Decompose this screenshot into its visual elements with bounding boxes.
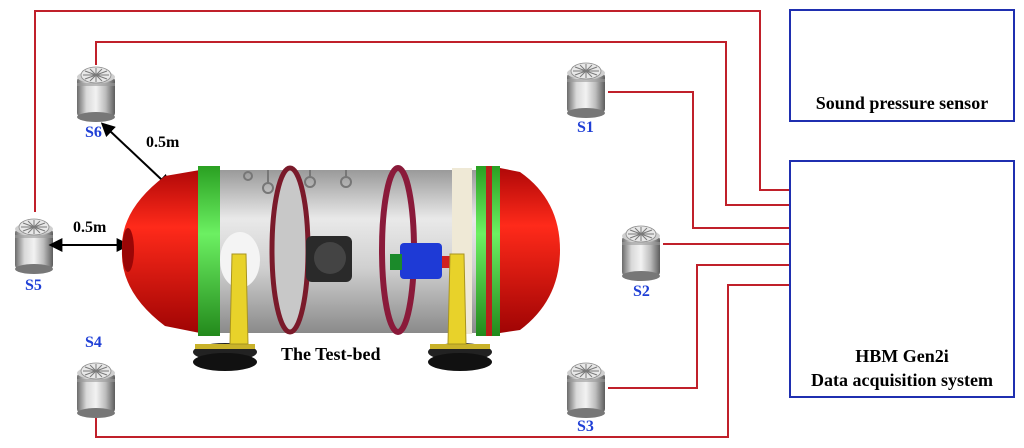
sensor-label-s3: S3	[577, 418, 594, 435]
sensor-s5-icon	[14, 218, 54, 275]
air-spring-left	[193, 343, 257, 371]
test-bed	[121, 165, 560, 371]
signal-wires	[34, 10, 793, 438]
daq-label-line1: HBM Gen2i	[855, 346, 949, 366]
sensor-label-s6: S6	[85, 124, 102, 141]
support-right	[447, 253, 467, 345]
sensor-label-s4: S4	[85, 334, 102, 351]
air-spring-right	[428, 343, 492, 371]
sensor-s3-icon	[566, 362, 606, 419]
wire-s5	[34, 10, 793, 212]
daq-label: HBM Gen2i Data acquisition system	[791, 344, 1013, 392]
wire-s6	[95, 41, 793, 206]
distance-label-s6: 0.5m	[146, 134, 180, 151]
left-end-cap	[121, 170, 200, 333]
shaft-coupling	[400, 243, 442, 279]
daq-label-line2: Data acquisition system	[810, 370, 993, 390]
lifting-hooks	[243, 170, 352, 194]
distance-label-s5: 0.5m	[73, 219, 107, 236]
support-left	[229, 253, 249, 345]
wire-s4	[95, 284, 793, 438]
wire-s3	[608, 264, 793, 389]
green-ring-left	[198, 166, 220, 336]
sensor-label-s1: S1	[577, 119, 594, 136]
sensor-s2-icon	[621, 225, 661, 282]
sensor-s1-icon	[566, 62, 606, 119]
legend-box: Sound pressure sensor	[789, 9, 1015, 122]
right-end-cap	[500, 168, 560, 333]
daq-box: HBM Gen2i Data acquisition system	[789, 160, 1015, 398]
testbed-label: The Test-bed	[281, 344, 381, 364]
distance-arrow-s6	[100, 122, 172, 189]
wire-s1	[608, 91, 793, 229]
sensor-s6-icon	[76, 66, 116, 123]
sensor-label-s2: S2	[633, 283, 650, 300]
legend-label: Sound pressure sensor	[815, 93, 989, 113]
flange-left	[269, 165, 311, 335]
sensor-s4-icon	[76, 362, 116, 419]
sensor-label-s5: S5	[25, 277, 42, 294]
